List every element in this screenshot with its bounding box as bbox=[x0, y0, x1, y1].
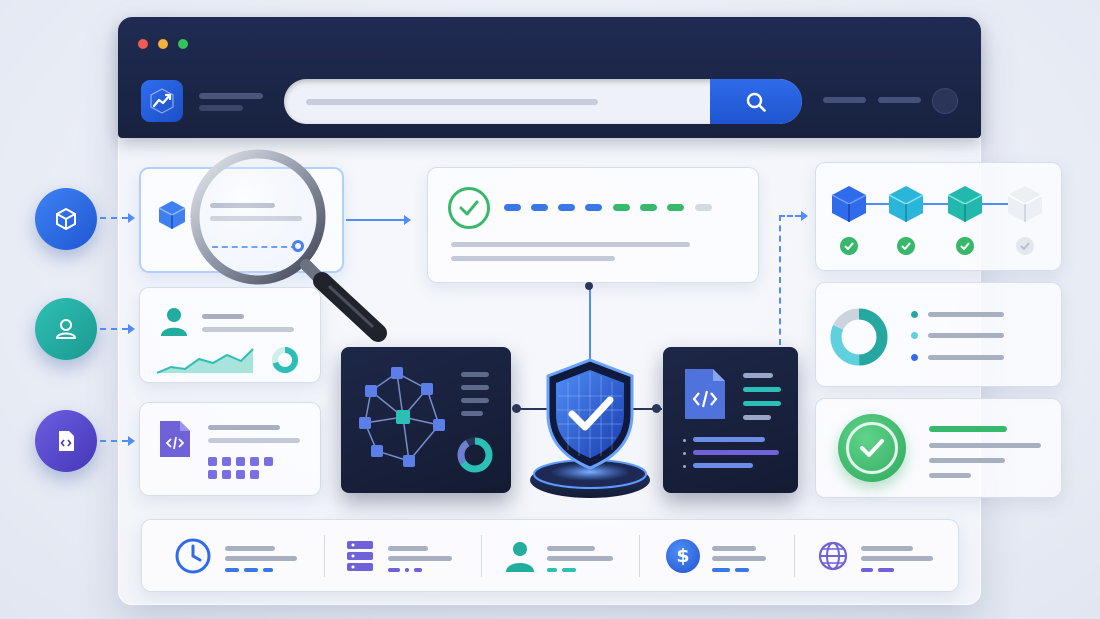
text-placeholder bbox=[208, 438, 300, 443]
user-icon bbox=[55, 319, 77, 339]
code-panel[interactable] bbox=[663, 347, 798, 493]
connector-arrow bbox=[100, 440, 128, 442]
source-card-code[interactable] bbox=[139, 402, 321, 496]
clock-icon bbox=[175, 538, 211, 574]
shield-check-icon[interactable] bbox=[520, 352, 660, 507]
network-panel[interactable] bbox=[341, 347, 511, 493]
server-icon bbox=[347, 541, 373, 571]
code-file-icon bbox=[59, 431, 74, 451]
nav-link-placeholder[interactable] bbox=[878, 97, 921, 103]
connector-arrow bbox=[100, 217, 128, 219]
step-cube-icon bbox=[947, 186, 983, 222]
dollar-icon: $ bbox=[666, 539, 700, 573]
cube-icon bbox=[158, 201, 186, 229]
trend-chart-icon bbox=[150, 88, 174, 114]
search-icon bbox=[746, 92, 766, 112]
user-icon bbox=[161, 308, 187, 336]
connector-line bbox=[589, 284, 591, 360]
search-button[interactable] bbox=[710, 79, 802, 124]
connector-arrow bbox=[100, 328, 128, 330]
minimize-window-button[interactable] bbox=[158, 39, 168, 49]
cube-icon bbox=[56, 207, 76, 231]
text-placeholder bbox=[208, 425, 280, 430]
step-pending-icon bbox=[1016, 237, 1034, 255]
arrow-head bbox=[128, 213, 135, 223]
app-name-placeholder bbox=[199, 93, 263, 99]
search-text-placeholder bbox=[306, 99, 598, 105]
validation-status-card[interactable] bbox=[427, 167, 759, 283]
text-placeholder bbox=[451, 256, 615, 261]
code-file-icon bbox=[160, 421, 190, 457]
donut-chart-icon bbox=[272, 347, 298, 373]
step-cube-icon bbox=[888, 186, 924, 222]
arrow-head bbox=[128, 436, 135, 446]
app-subtitle-placeholder bbox=[199, 105, 243, 111]
analytics-card[interactable] bbox=[815, 282, 1062, 387]
text-placeholder bbox=[202, 314, 244, 319]
step-cube-icon bbox=[1007, 186, 1043, 222]
step-done-icon bbox=[956, 237, 974, 255]
source-code-button[interactable] bbox=[35, 410, 97, 472]
user-avatar[interactable] bbox=[932, 88, 958, 114]
connector-line bbox=[779, 215, 783, 345]
step-done-icon bbox=[840, 237, 858, 255]
network-graph-icon bbox=[359, 367, 445, 467]
user-icon bbox=[506, 542, 534, 572]
text-placeholder bbox=[202, 327, 294, 332]
search-bar[interactable] bbox=[284, 79, 802, 124]
source-cube-button[interactable] bbox=[35, 188, 97, 250]
step-done-icon bbox=[897, 237, 915, 255]
progress-step bbox=[504, 204, 521, 211]
arrow-head bbox=[128, 324, 135, 334]
magnifier-icon bbox=[190, 149, 387, 342]
connector-line bbox=[346, 219, 404, 221]
success-card[interactable] bbox=[815, 398, 1062, 498]
check-circle-icon bbox=[448, 187, 490, 229]
check-circle-icon bbox=[838, 414, 906, 482]
text-placeholder bbox=[451, 242, 690, 247]
close-window-button[interactable] bbox=[138, 39, 148, 49]
app-logo[interactable] bbox=[141, 80, 183, 122]
nav-link-placeholder[interactable] bbox=[823, 97, 866, 103]
globe-icon bbox=[818, 541, 848, 571]
step-cube-icon bbox=[831, 186, 867, 222]
code-file-icon bbox=[685, 369, 725, 419]
pipeline-card[interactable] bbox=[815, 162, 1062, 271]
donut-chart-icon bbox=[457, 437, 493, 473]
maximize-window-button[interactable] bbox=[178, 39, 188, 49]
source-card-user[interactable] bbox=[139, 287, 321, 383]
footer-stats-bar: $ bbox=[141, 519, 959, 592]
area-chart-icon bbox=[157, 348, 254, 374]
source-user-button[interactable] bbox=[35, 298, 97, 360]
donut-chart-icon bbox=[830, 308, 888, 366]
